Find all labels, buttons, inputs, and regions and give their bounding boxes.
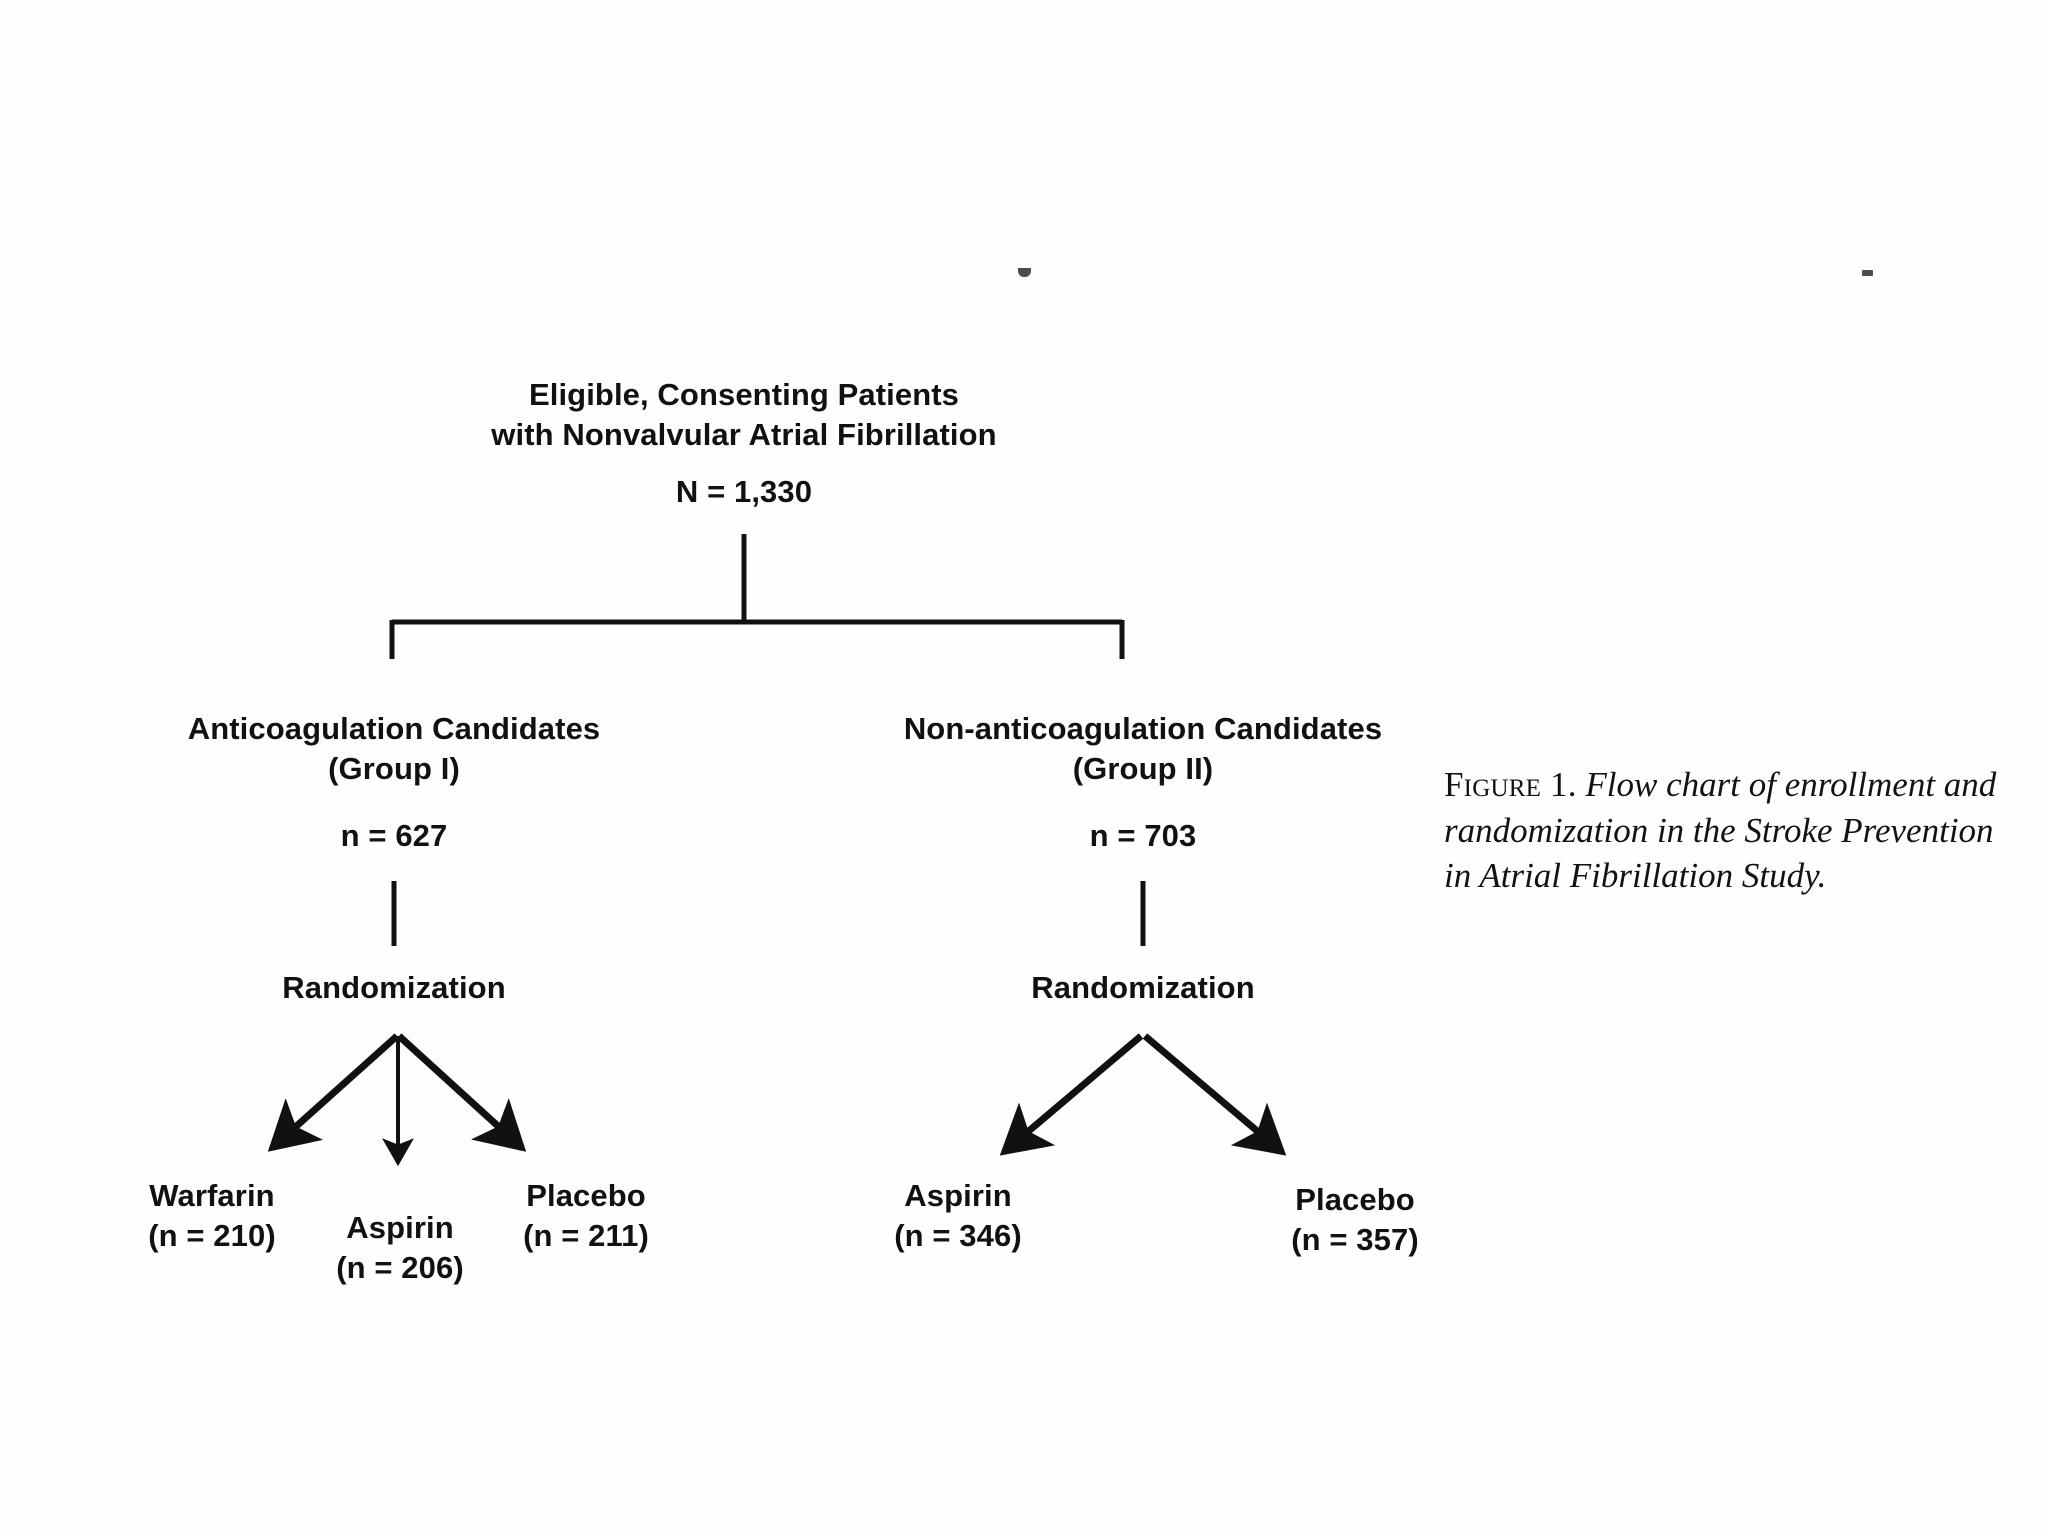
scan-artifact-left: [1018, 268, 1031, 277]
figure-caption: Figure 1. Flow chart of enrollment and r…: [1444, 762, 2014, 899]
root-title-line-2: with Nonvalvular Atrial Fibrillation: [491, 417, 997, 453]
edge-randomization-2-to-aspirin: [999, 1033, 1144, 1156]
root-node: Eligible, Consenting Patients with Nonva…: [464, 375, 1024, 512]
arm-placebo-g2-count: (n = 357): [1291, 1222, 1419, 1258]
group-2-label-line-1: Non-anticoagulation Candidates: [903, 711, 1383, 746]
root-title-line-1: Eligible, Consenting Patients: [528, 377, 960, 412]
arm-aspirin-g1: Aspirin (n = 206): [300, 1208, 500, 1289]
group-1-label-line-2: (Group I): [328, 751, 460, 787]
group-1-randomization-label: Randomization: [282, 970, 506, 1005]
root-count: N = 1,330: [675, 473, 813, 509]
group-1-node: Anticoagulation Candidates (Group I) n =…: [114, 709, 674, 856]
arm-placebo-g1-count: (n = 211): [523, 1218, 649, 1254]
arm-placebo-g1: Placebo (n = 211): [486, 1176, 686, 1257]
edge-randomization-2-to-placebo: [1142, 1033, 1287, 1156]
group-1-count: n = 627: [340, 817, 448, 853]
arm-aspirin-g2: Aspirin (n = 346): [858, 1176, 1058, 1257]
figure-caption-text: Flow chart of enrollment and randomizati…: [1444, 765, 1997, 895]
group-2-count: n = 703: [1089, 817, 1197, 853]
arm-warfarin-g1-name: Warfarin: [149, 1178, 275, 1213]
edge-randomization-1-to-warfarin: [267, 1033, 400, 1152]
arm-warfarin-g1-count: (n = 210): [148, 1218, 276, 1254]
edge-randomization-1-to-placebo: [396, 1033, 527, 1152]
arm-aspirin-g2-name: Aspirin: [904, 1178, 1012, 1213]
arm-warfarin-g1: Warfarin (n = 210): [112, 1176, 312, 1257]
arm-aspirin-g1-name: Aspirin: [346, 1210, 454, 1245]
group-2-label-line-2: (Group II): [1072, 751, 1214, 787]
arm-aspirin-g1-count: (n = 206): [336, 1250, 464, 1286]
figure-caption-label: Figure 1.: [1444, 765, 1577, 804]
arm-placebo-g2: Placebo (n = 357): [1255, 1180, 1455, 1261]
group-2-randomization-label: Randomization: [1031, 970, 1255, 1005]
arm-placebo-g2-name: Placebo: [1295, 1182, 1415, 1217]
group-1-label-line-1: Anticoagulation Candidates: [187, 711, 601, 746]
scan-artifact-right: [1862, 270, 1873, 276]
arm-aspirin-g2-count: (n = 346): [894, 1218, 1022, 1254]
group-2-node: Non-anticoagulation Candidates (Group II…: [863, 709, 1423, 856]
arm-placebo-g1-name: Placebo: [526, 1178, 646, 1213]
